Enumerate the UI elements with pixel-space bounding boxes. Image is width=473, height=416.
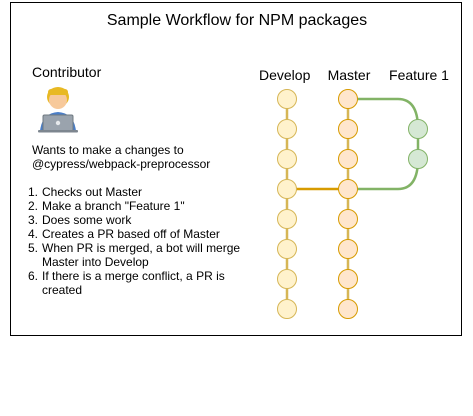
step-text: Checks out Master bbox=[42, 185, 143, 199]
step-text: When PR is merged, a bot will merge bbox=[42, 241, 241, 255]
branch-label-develop: Develop bbox=[259, 67, 311, 83]
step-number: 5. bbox=[28, 241, 39, 255]
feature-branch-path bbox=[348, 97, 420, 191]
develop-commit-node bbox=[277, 209, 297, 229]
feature-commit-node bbox=[408, 119, 428, 139]
step-item: 3.Does some work bbox=[28, 213, 278, 227]
master-commit-node bbox=[338, 269, 358, 289]
contributor-label: Contributor bbox=[32, 64, 102, 80]
master-commit-node bbox=[338, 179, 358, 199]
develop-commit-node bbox=[277, 89, 297, 109]
branch-label-master: Master bbox=[327, 67, 371, 83]
master-commit-node bbox=[338, 119, 358, 139]
step-number: 4. bbox=[28, 227, 39, 241]
step-item: 4.Creates a PR based off of Master bbox=[28, 227, 278, 241]
technologist-icon bbox=[38, 87, 78, 133]
step-item: 2.Make a branch "Feature 1" bbox=[28, 199, 278, 213]
step-text: Creates a PR based off of Master bbox=[42, 227, 220, 241]
branch-label-feature-1: Feature 1 bbox=[389, 67, 449, 83]
develop-commit-node bbox=[277, 179, 297, 199]
master-commit-node bbox=[338, 89, 358, 109]
master-commit-node bbox=[338, 299, 358, 319]
step-text: created bbox=[42, 283, 83, 297]
description-line: @cypress/webpack-preprocessor bbox=[32, 157, 211, 171]
step-number: 2. bbox=[28, 199, 39, 213]
master-commit-node bbox=[338, 209, 358, 229]
diagram-title: Sample Workflow for NPM packages bbox=[106, 12, 368, 29]
steps-list: 1.Checks out Master 2.Make a branch "Fea… bbox=[28, 185, 278, 297]
master-commit-node bbox=[338, 149, 358, 169]
step-text: Does some work bbox=[42, 213, 132, 227]
step-number: 6. bbox=[28, 269, 39, 283]
step-item: 1.Checks out Master bbox=[28, 185, 278, 199]
description-line: Wants to make a changes to bbox=[32, 143, 184, 157]
contributor-description: Wants to make a changes to @cypress/webp… bbox=[32, 143, 210, 171]
step-text: If there is a merge conflict, a PR is bbox=[42, 269, 225, 283]
branch-graph bbox=[277, 89, 428, 319]
step-text: Master into Develop bbox=[42, 255, 149, 269]
diagram-frame: Sample Workflow for NPM packages Contrib… bbox=[10, 2, 462, 336]
develop-commit-node bbox=[277, 149, 297, 169]
develop-commit-node bbox=[277, 269, 297, 289]
develop-commit-node bbox=[277, 119, 297, 139]
step-text: Make a branch "Feature 1" bbox=[42, 199, 185, 213]
master-commit-node bbox=[338, 239, 358, 259]
develop-commit-node bbox=[277, 299, 297, 319]
feature-commit-node bbox=[408, 149, 428, 169]
step-number: 1. bbox=[28, 185, 39, 199]
step-number: 3. bbox=[28, 213, 39, 227]
develop-commit-node bbox=[277, 239, 297, 259]
